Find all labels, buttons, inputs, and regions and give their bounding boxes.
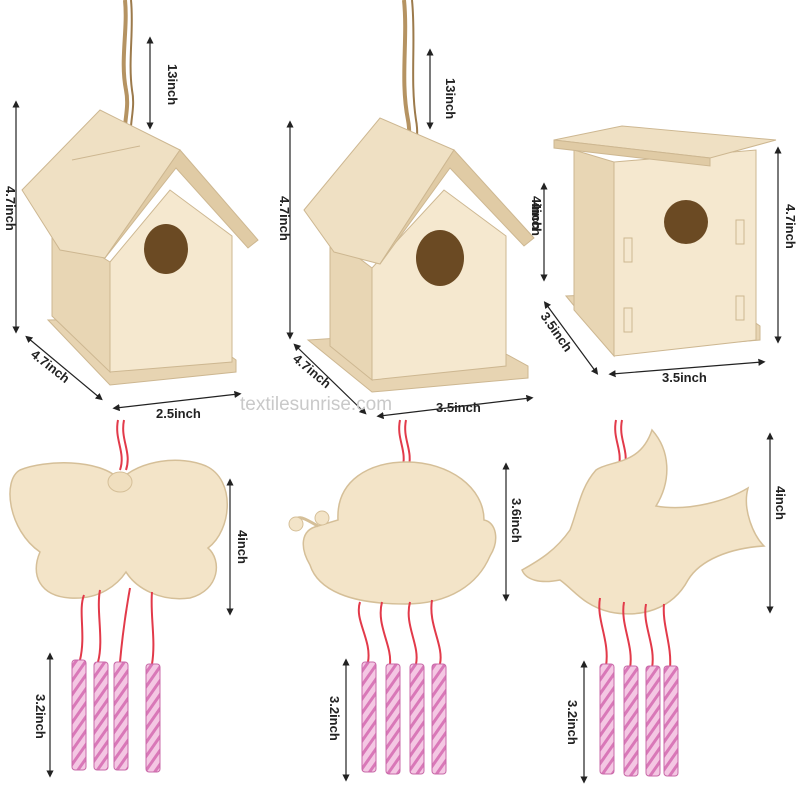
snail-chime bbox=[288, 419, 497, 775]
bh3-depth-label: 3.5inch bbox=[538, 309, 576, 354]
birdhouse-3 bbox=[553, 125, 777, 358]
bh3-width-label: 3.5inch bbox=[662, 370, 707, 385]
watermark: textilesunrise.com bbox=[240, 394, 392, 415]
birdhouse-1 bbox=[21, 0, 259, 386]
snail-tube-label: 3.2inch bbox=[327, 696, 342, 741]
dove-tube-label: 3.2inch bbox=[565, 700, 580, 745]
butterfly-chime bbox=[9, 419, 228, 773]
bh2-roof-label: 4inch bbox=[529, 202, 544, 236]
bh1-width-label: 2.5inch bbox=[156, 406, 201, 421]
bh2-width-label: 3.5inch bbox=[436, 400, 481, 415]
bh1-rope-label: 13inch bbox=[165, 64, 180, 105]
dove-chime bbox=[521, 419, 766, 777]
bh2-rope-label: 13inch bbox=[443, 78, 458, 119]
bh2-depth-label: 4.7inch bbox=[290, 351, 334, 391]
bh1-depth-label: 4.7inch bbox=[28, 347, 73, 386]
birdhouse-2 bbox=[303, 0, 535, 393]
butterfly-height-label: 4inch bbox=[235, 530, 250, 564]
dimension-lines bbox=[12, 36, 782, 784]
bh3-top-label: 4inch bbox=[529, 196, 544, 230]
dove-height-label: 4inch bbox=[773, 486, 788, 520]
butterfly-tube-label: 3.2inch bbox=[33, 694, 48, 739]
bh3-height-label: 4.7inch bbox=[783, 204, 798, 249]
snail-height-label: 3.6inch bbox=[509, 498, 524, 543]
bh1-height-label: 4.7inch bbox=[3, 186, 18, 231]
bh2-height-label: 4.7inch bbox=[277, 196, 292, 241]
